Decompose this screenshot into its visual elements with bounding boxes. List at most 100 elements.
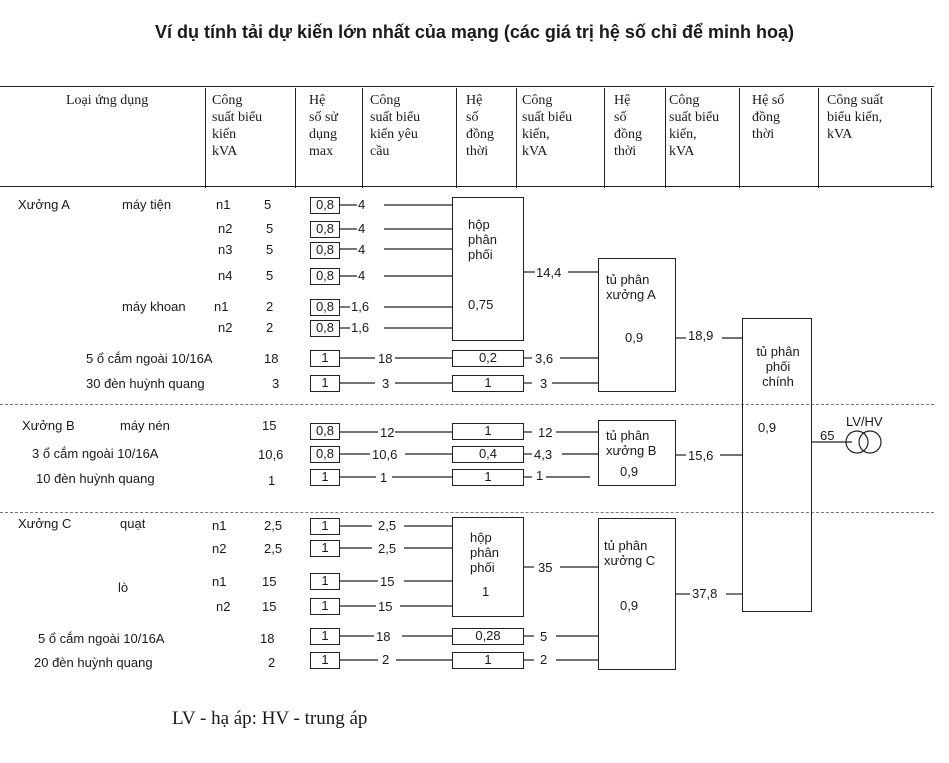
row-power: 5 — [266, 242, 274, 257]
distribution-box-c-factor: 1 — [482, 584, 490, 599]
compressor-power: 15 — [262, 418, 277, 433]
col-sep — [818, 88, 819, 188]
row-n: n1 — [212, 574, 227, 589]
header-apparent-power-3: Công suất biểu kiến, kVA — [827, 93, 884, 142]
distribution-box-a — [452, 197, 524, 341]
total-power: 65 — [820, 428, 835, 443]
sockets-b-ks-box: 0,4 — [452, 446, 524, 463]
compressor-s: 12 — [538, 425, 553, 440]
main-panel-label: tủ phân phối chính — [756, 344, 800, 389]
row-n: n1 — [214, 299, 229, 314]
row-power: 2 — [266, 299, 274, 314]
transformer-label: LV/HV — [846, 414, 883, 429]
row-power: 5 — [266, 221, 274, 236]
utilization-factor-box: 0,8 — [310, 320, 340, 337]
workshop-panel-c-label: tủ phân xưởng C — [604, 538, 656, 568]
col-sep — [362, 88, 363, 188]
sockets-b-required: 10,6 — [372, 447, 398, 462]
row-power: 15 — [262, 599, 277, 614]
table-top-border — [0, 86, 934, 87]
header-required-apparent-power: Công suất biểu kiến yêu cầu — [370, 93, 421, 159]
workshop-panel-a — [598, 258, 676, 392]
utilization-factor-box: 0,8 — [310, 197, 340, 214]
header-apparent-power: Công suất biểu kiến kVA — [212, 93, 263, 159]
required-power: 4 — [358, 268, 366, 283]
header-application-type: Loại ứng dụng — [66, 93, 149, 108]
utilization-factor-box: 0,8 — [310, 221, 340, 238]
sockets-a-required: 18 — [378, 351, 393, 366]
col-sep — [516, 88, 517, 188]
lamps-c-s: 2 — [540, 652, 548, 667]
workshop-panel-a-factor: 0,9 — [625, 330, 644, 345]
row-n: n1 — [212, 518, 227, 533]
sockets-c-s: 5 — [540, 629, 548, 644]
lamps-a-label: 30 đèn huỳnh quang — [86, 376, 205, 391]
sockets-c-ks-box: 0,28 — [452, 628, 524, 645]
row-n: n2 — [218, 221, 233, 236]
distribution-box-c — [452, 517, 524, 617]
workshop-panel-c-factor: 0,9 — [620, 598, 639, 613]
sockets-b-label: 3 ổ cắm ngoài 10/16A — [32, 446, 159, 461]
utilization-factor-box: 1 — [310, 598, 340, 615]
sockets-a-ku-box: 1 — [310, 350, 340, 367]
utilization-factor-box: 0,8 — [310, 242, 340, 259]
oven-label: lò — [118, 580, 129, 595]
workshop-panel-b — [598, 420, 676, 486]
workshop-panel-a-label: tủ phân xưởng A — [606, 272, 656, 302]
sockets-b-ku-box: 0,8 — [310, 446, 340, 463]
sockets-a-ks-box: 0,2 — [452, 350, 524, 367]
col-sep — [295, 88, 296, 188]
compressor-label: máy nén — [120, 418, 170, 433]
section-divider — [0, 404, 934, 405]
distribution-box-a-factor: 0,75 — [468, 297, 494, 312]
col-sep — [456, 88, 457, 188]
lamps-c-required: 2 — [382, 652, 390, 667]
row-n: n2 — [218, 320, 233, 335]
sockets-c-power: 18 — [260, 631, 275, 646]
required-power: 1,6 — [351, 320, 370, 335]
lamps-a-required: 3 — [382, 376, 390, 391]
required-power: 1,6 — [351, 299, 370, 314]
page-title: Ví dụ tính tải dự kiến lớn nhất của mạng… — [155, 22, 794, 42]
lamps-b-s: 1 — [536, 468, 544, 483]
main-distribution-panel — [742, 318, 812, 612]
sockets-a-s: 3,6 — [535, 351, 554, 366]
col-sep — [665, 88, 666, 188]
header-simultaneity-factor-1: Hệ số đồng thời — [466, 93, 494, 159]
row-n: n3 — [218, 242, 233, 257]
table-right-border — [931, 88, 932, 188]
workshop-panel-a-power: 18,9 — [688, 328, 714, 343]
col-sep — [739, 88, 740, 188]
required-power: 2,5 — [378, 518, 397, 533]
distribution-box-c-label: hộp phân phối — [470, 530, 499, 575]
lamps-a-ks-box: 1 — [452, 375, 524, 392]
lamps-c-ks-box: 1 — [452, 652, 524, 669]
col-sep — [604, 88, 605, 188]
lamps-c-label: 20 đèn huỳnh quang — [34, 655, 153, 670]
workshop-panel-b-factor: 0,9 — [620, 464, 639, 479]
required-power: 4 — [358, 242, 366, 257]
lamps-a-s: 3 — [540, 376, 548, 391]
sockets-c-required: 18 — [376, 629, 391, 644]
main-panel-factor: 0,9 — [758, 420, 777, 435]
workshop-c-label: Xưởng C — [18, 516, 72, 531]
sockets-a-power: 18 — [264, 351, 279, 366]
table-header-bottom-border — [0, 186, 934, 187]
lamps-b-required: 1 — [380, 470, 388, 485]
distribution-box-a-power: 14,4 — [536, 265, 562, 280]
required-power: 4 — [358, 197, 366, 212]
workshop-panel-b-power: 15,6 — [688, 448, 714, 463]
sockets-b-power: 10,6 — [258, 447, 284, 462]
row-n: n1 — [216, 197, 231, 212]
footnote: LV - hạ áp: HV - trung áp — [172, 708, 368, 729]
workshop-a-label: Xưởng A — [18, 197, 70, 212]
utilization-factor-box: 1 — [310, 540, 340, 557]
sockets-c-label: 5 ổ cắm ngoài 10/16A — [38, 631, 165, 646]
lamps-c-power: 2 — [268, 655, 276, 670]
header-max-utilization-factor: Hệ số sử dụng max — [309, 93, 338, 159]
utilization-factor-box: 0,8 — [310, 268, 340, 285]
header-apparent-power-2: Công suất biểu kiến, kVA — [669, 93, 720, 159]
lamps-b-ks-box: 1 — [452, 469, 524, 486]
workshop-panel-c — [598, 518, 676, 670]
